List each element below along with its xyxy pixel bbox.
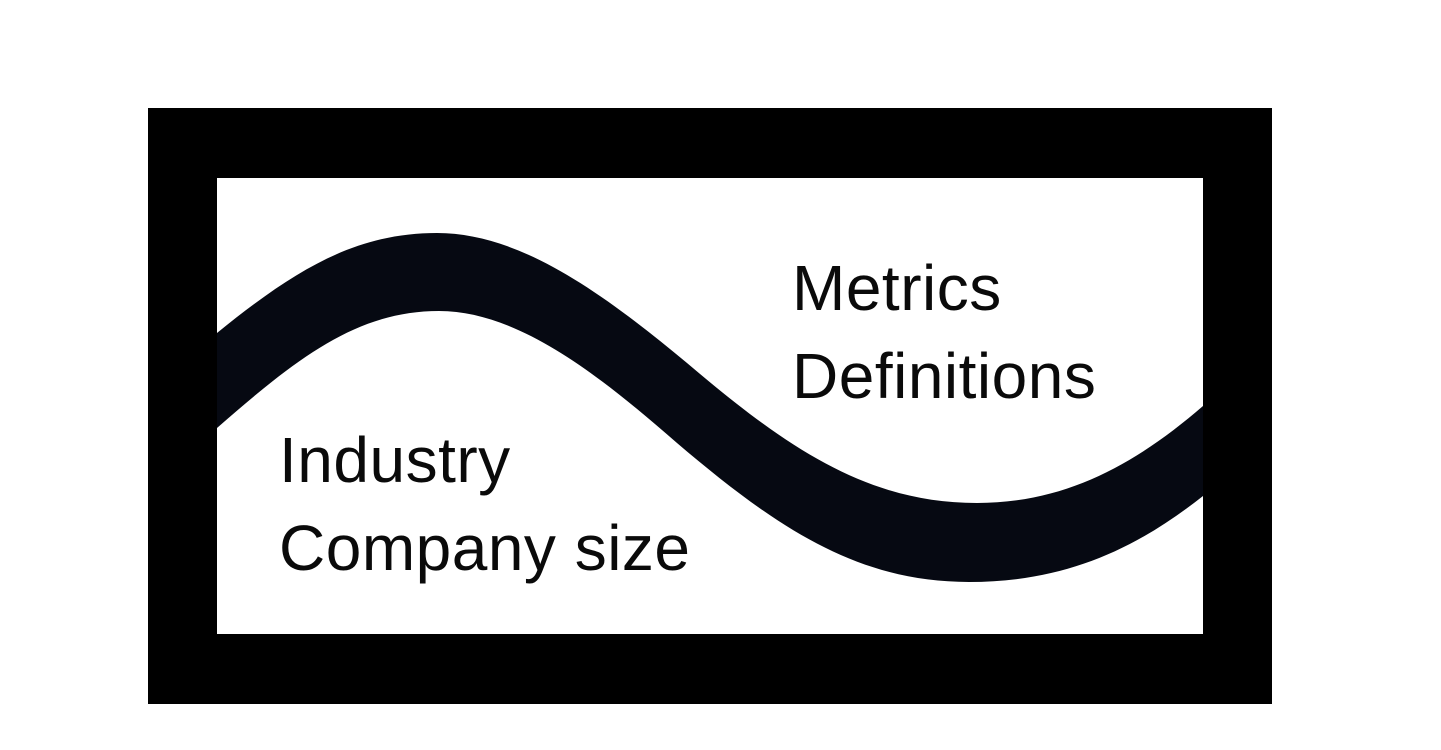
definitions-label: Definitions [792,340,1097,412]
company-size-label: Company size [279,512,691,584]
lower-label-group: Industry Company size [279,416,691,592]
wave-band-path [217,233,1203,582]
diagram-canvas: Metrics Definitions Industry Company siz… [217,178,1203,634]
wave-band [217,233,1203,582]
metrics-label: Metrics [792,252,1002,324]
upper-label-group: Metrics Definitions [792,244,1096,420]
industry-label: Industry [279,424,511,496]
diagram-frame: Metrics Definitions Industry Company siz… [148,108,1272,704]
